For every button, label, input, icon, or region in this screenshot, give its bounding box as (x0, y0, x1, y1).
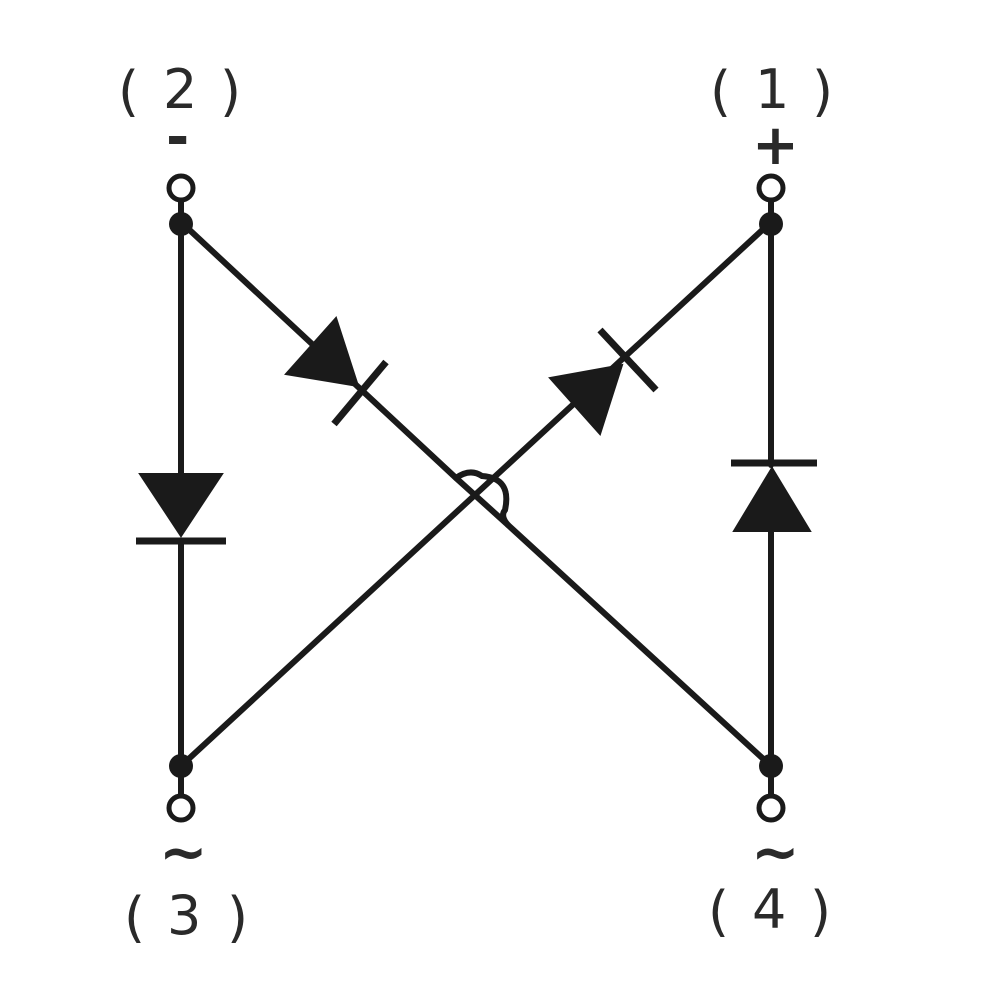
diagonal-3-to-1-wire (178, 219, 774, 769)
terminal-2-close-paren: ) (220, 60, 241, 123)
terminal-2-connector[interactable] (166, 173, 196, 203)
terminal-1-polarity: + (752, 113, 799, 178)
terminal-3-number: 3 (167, 884, 201, 947)
terminal-2-polarity: - (166, 105, 189, 170)
junction-dot-icon (169, 754, 193, 778)
junction-dot-icon (169, 212, 193, 236)
terminal-1-close-paren: ) (812, 60, 833, 123)
terminal-3-open-paren: ( (124, 886, 145, 949)
junction-dot-icon (759, 754, 783, 778)
terminal-1-label: ( 1 ) + (710, 58, 833, 178)
terminal-3-close-paren: ) (227, 886, 248, 949)
terminal-4-connector[interactable] (756, 793, 786, 823)
terminal-3-connector[interactable] (166, 793, 196, 823)
diode-icon (548, 327, 659, 436)
diode-icon (136, 473, 226, 545)
terminal-2-number: 2 (163, 58, 197, 121)
terminal-4-open-paren: ( (708, 880, 729, 943)
terminal-4-label: ~ ( 4 ) (708, 818, 831, 943)
terminal-4-number: 4 (752, 878, 786, 941)
terminal-4-close-paren: ) (810, 880, 831, 943)
terminal-2-open-paren: ( (118, 60, 139, 123)
terminal-3-label: ~ ( 3 ) (124, 818, 248, 949)
wire-crossover-hop-icon (453, 469, 511, 528)
terminal-4-ac-symbol: ~ (751, 818, 800, 886)
junction-dot-icon (759, 212, 783, 236)
diode-icon (284, 316, 389, 427)
terminal-2-label: ( 2 ) - (118, 58, 241, 170)
terminal-1-number: 1 (755, 58, 789, 121)
terminal-3-ac-symbol: ~ (159, 818, 208, 886)
diode-icon (731, 459, 817, 532)
terminal-1-open-paren: ( (710, 60, 731, 123)
terminal-1-connector[interactable] (756, 173, 786, 203)
